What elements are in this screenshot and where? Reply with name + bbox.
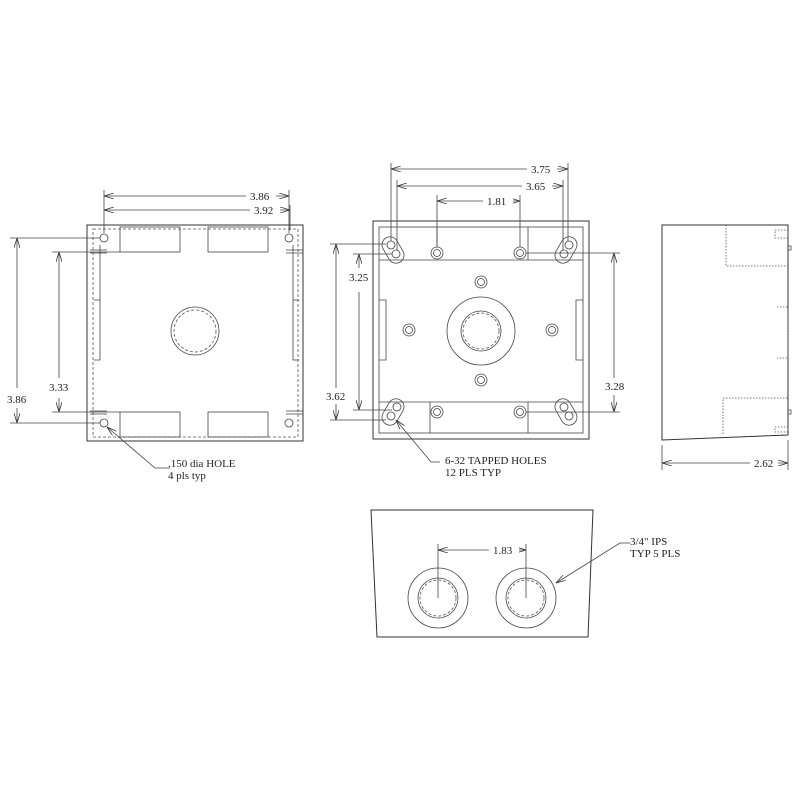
- dim-375: 3.75: [531, 164, 551, 176]
- tapped-holes-note-line2: 12 PLS TYP: [445, 467, 501, 479]
- mounting-hole: [99, 233, 109, 243]
- dim-328: 3.28: [605, 381, 625, 393]
- dim-height-inner: 3.33: [49, 382, 69, 394]
- dim-width-inner: 3.92: [254, 205, 273, 217]
- tapped-holes-note-line1: 6-32 TAPPED HOLES: [445, 455, 547, 467]
- center-view: 3.75 3.65 1.81 3.62 3.25 3.28 6-32 TAPPE…: [326, 162, 625, 479]
- dim-365: 3.65: [526, 181, 546, 193]
- dim-362: 3.62: [326, 391, 345, 403]
- mounting-hole: [284, 233, 294, 243]
- side-view: 2.62: [661, 224, 792, 470]
- left-view: 3.86 3.92 3.86 3.33 .150 dia HOLE 4 pls …: [7, 189, 304, 482]
- ips-note-line2: TYP 5 PLS: [630, 548, 680, 560]
- dim-181: 1.81: [487, 196, 506, 208]
- hole-note-line2: 4 pls typ: [168, 470, 206, 482]
- dim-width-outer: 3.86: [250, 191, 270, 203]
- front-view: 1.83 3/4" IPS TYP 5 PLS: [370, 509, 680, 638]
- dim-height-outer: 3.86: [7, 394, 27, 406]
- dim-depth: 2.62: [754, 458, 773, 470]
- ips-note-line1: 3/4" IPS: [630, 536, 667, 548]
- dim-hub-spacing: 1.83: [493, 545, 513, 557]
- mounting-hole: [99, 418, 109, 428]
- mounting-hole: [284, 418, 294, 428]
- dim-325: 3.25: [349, 272, 369, 284]
- hole-note-line1: .150 dia HOLE: [168, 458, 236, 470]
